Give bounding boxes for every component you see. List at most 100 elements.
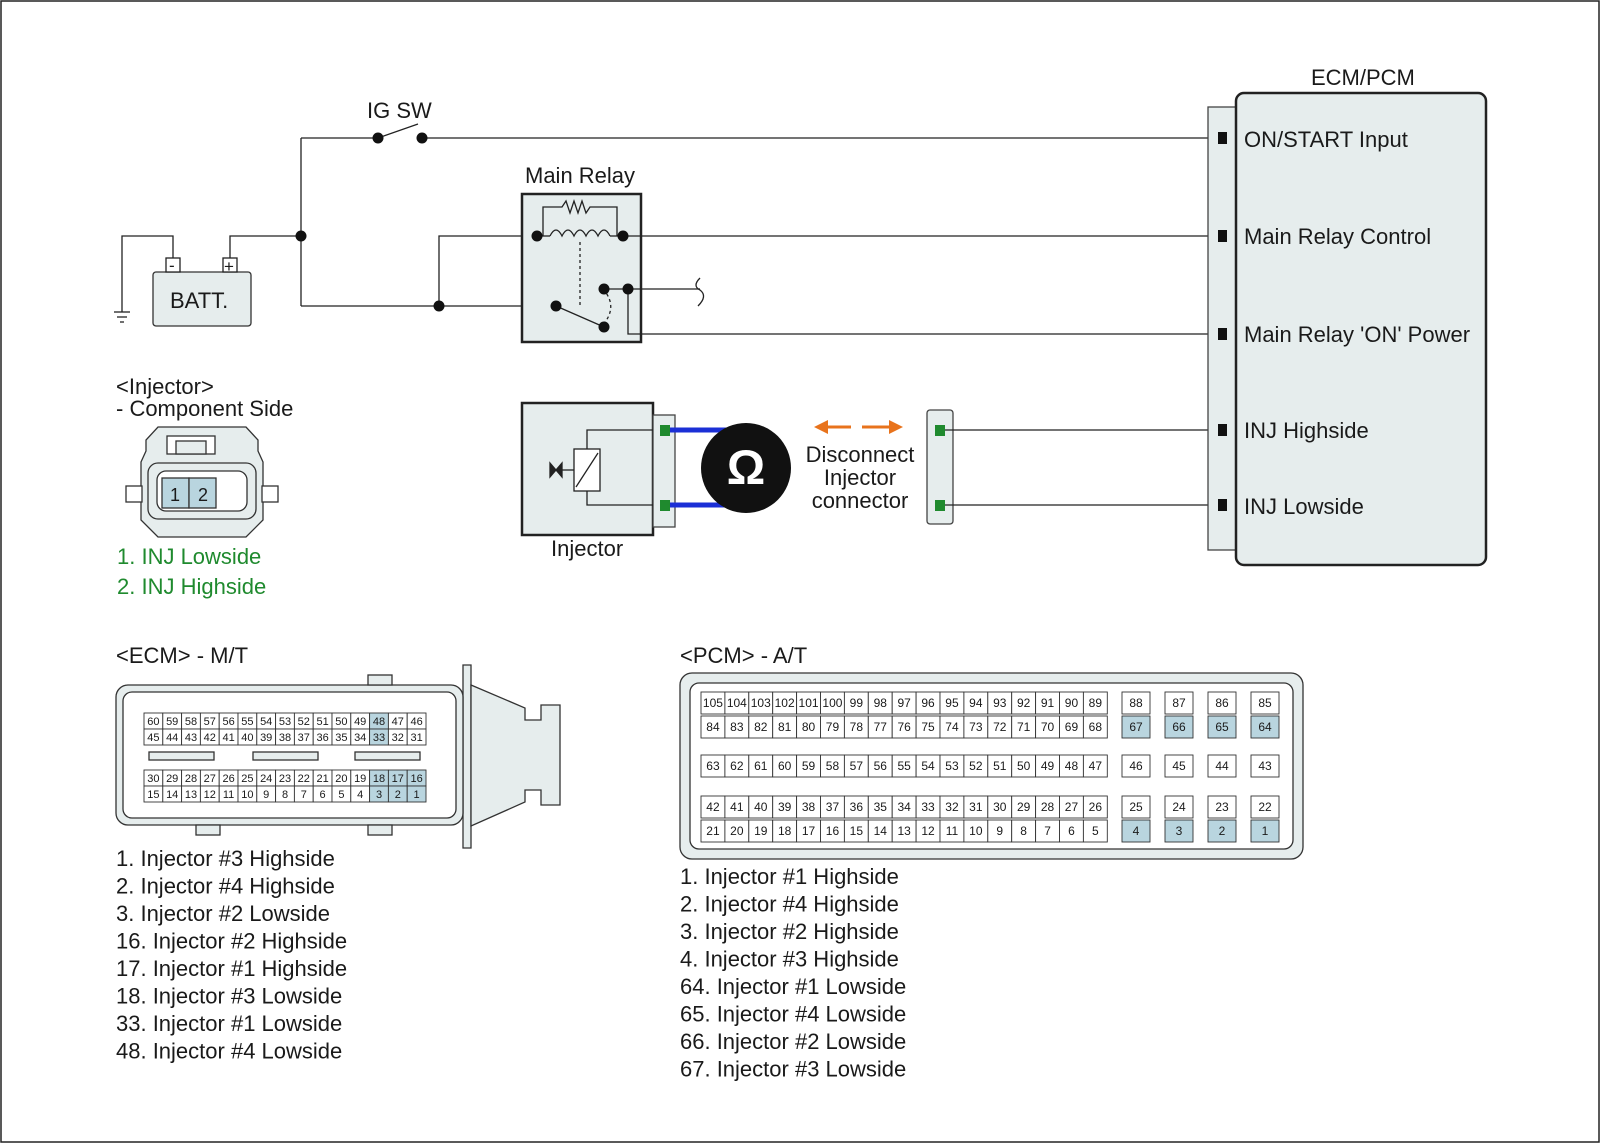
ecm-pin-cell (406, 785, 427, 803)
ecm-pin-number: 6 (320, 789, 326, 801)
pcm-pin-number: 94 (969, 696, 983, 710)
pcm-pin-number: 97 (897, 696, 911, 710)
pcm-pin-number: 10 (969, 824, 983, 838)
ecm-legend-item: 1. Injector #3 Highside (116, 846, 335, 871)
pcm-pin-number: 91 (1041, 696, 1055, 710)
ecm-pin-number: 36 (316, 732, 328, 744)
pcm-pin-number: 87 (1172, 696, 1186, 710)
pcm-legend-item: 65. Injector #4 Lowside (680, 1002, 906, 1027)
ecm-pin-number: 8 (282, 789, 288, 801)
ecm-pcm-label: ECM/PCM (1311, 65, 1415, 90)
ecm-connector-title: <ECM> - M/T (116, 643, 248, 668)
pcm-pin-number: 12 (921, 824, 935, 838)
ecm-pin-number: 9 (263, 789, 269, 801)
pcm-pin-number: 19 (754, 824, 768, 838)
pcm-pin-number: 78 (850, 720, 864, 734)
pcm-pin-number: 75 (921, 720, 935, 734)
ecm-pin-number: 25 (241, 773, 253, 785)
pcm-pin-number: 7 (1044, 824, 1051, 838)
injector-legend-item: 1. INJ Lowside (117, 544, 261, 569)
ecm-pin-number: 15 (147, 789, 159, 801)
ecm-pin-number: 19 (354, 773, 366, 785)
ecm-pin-terminals (1218, 132, 1227, 511)
ecm-pin-number: 47 (392, 716, 404, 728)
ecm-pin-number: 26 (222, 773, 234, 785)
ecm-pin-number: 46 (410, 716, 422, 728)
ecm-pin-number: 20 (335, 773, 347, 785)
injector-pin-1: 1 (170, 485, 180, 505)
ecm-pin-number: 30 (147, 773, 159, 785)
ecm-pin-number: 18 (373, 773, 385, 785)
relay-coil-feed-wire (438, 235, 537, 306)
ecm-pin-number: 52 (298, 716, 310, 728)
pcm-pin-number: 38 (802, 800, 816, 814)
ecm-pin-number: 27 (204, 773, 216, 785)
ecm-pin-number: 50 (335, 716, 347, 728)
ecm-pin-number: 2 (395, 789, 401, 801)
ecm-pin-number: 4 (357, 789, 363, 801)
pcm-pin-number: 60 (778, 759, 792, 773)
pcm-pin-number: 71 (1017, 720, 1031, 734)
pcm-legend-item: 66. Injector #2 Lowside (680, 1029, 906, 1054)
pcm-pin-number: 58 (826, 759, 840, 773)
battery-label: BATT. (170, 288, 228, 313)
pcm-pin-number: 65 (1215, 720, 1229, 734)
pcm-pin-number: 18 (778, 824, 792, 838)
pcm-legend-item: 67. Injector #3 Lowside (680, 1057, 906, 1082)
pcm-legend-item: 2. Injector #4 Highside (680, 892, 899, 917)
pcm-connector-title: <PCM> - A/T (680, 643, 807, 668)
ecm-pin-number: 43 (185, 732, 197, 744)
injector-pin-2: 2 (198, 485, 208, 505)
pcm-pin-number: 68 (1089, 720, 1103, 734)
pcm-pin-number: 47 (1089, 759, 1103, 773)
pcm-legend-item: 3. Injector #2 Highside (680, 919, 899, 944)
ecm-pin-number: 41 (222, 732, 234, 744)
pcm-pin-number: 104 (727, 696, 747, 710)
ecm-pin-number: 49 (354, 716, 366, 728)
ecm-pin-number: 51 (316, 716, 328, 728)
pcm-pin-number: 49 (1041, 759, 1055, 773)
pcm-pin-number: 64 (1258, 720, 1272, 734)
pcm-pin-cell (1121, 715, 1151, 739)
pcm-pin-cell (1121, 819, 1151, 843)
pcm-pin-number: 57 (850, 759, 864, 773)
ecm-pin-number: 42 (204, 732, 216, 744)
injector-connector-face (125, 426, 279, 538)
pcm-pin-number: 105 (703, 696, 723, 710)
main-relay-box (520, 192, 643, 344)
ecm-legend-item: 33. Injector #1 Lowside (116, 1011, 342, 1036)
pcm-pin-number: 103 (751, 696, 771, 710)
pcm-pin-number: 73 (969, 720, 983, 734)
pcm-pin-number: 2 (1219, 824, 1226, 838)
ecm-pin-number: 23 (279, 773, 291, 785)
ecm-pin-label: ON/START Input (1244, 127, 1408, 152)
pcm-pin-number: 59 (802, 759, 816, 773)
ecm-pcm-module (1234, 91, 1488, 567)
pcm-pin-cell (1207, 754, 1237, 778)
pcm-pin-number: 37 (826, 800, 840, 814)
harness-connector (926, 409, 954, 525)
ecm-pin-number: 5 (338, 789, 344, 801)
circuit-schematic (114, 91, 1488, 567)
pcm-pin-number: 25 (1129, 800, 1143, 814)
ecm-pin-number: 24 (260, 773, 272, 785)
pcm-pin-number: 8 (1020, 824, 1027, 838)
ecm-pin-number: 44 (166, 732, 178, 744)
pcm-pin-number: 28 (1041, 800, 1055, 814)
pcm-pin-number: 16 (826, 824, 840, 838)
ecm-pin-number: 60 (147, 716, 159, 728)
pcm-pin-number: 42 (706, 800, 720, 814)
ecm-pin-label: Main Relay 'ON' Power (1244, 322, 1470, 347)
pcm-legend-item: 64. Injector #1 Lowside (680, 974, 906, 999)
ecm-pin-number: 16 (410, 773, 422, 785)
pcm-pin-cell (1207, 691, 1237, 715)
pcm-pin-number: 53 (945, 759, 959, 773)
ecm-pin-number: 39 (260, 732, 272, 744)
ecm-pin-number: 32 (392, 732, 404, 744)
pcm-pin-number: 21 (706, 824, 720, 838)
ecm-pin-number: 12 (204, 789, 216, 801)
battery (152, 271, 252, 327)
ecm-pin-number: 48 (373, 716, 385, 728)
pcm-pin-number: 70 (1041, 720, 1055, 734)
